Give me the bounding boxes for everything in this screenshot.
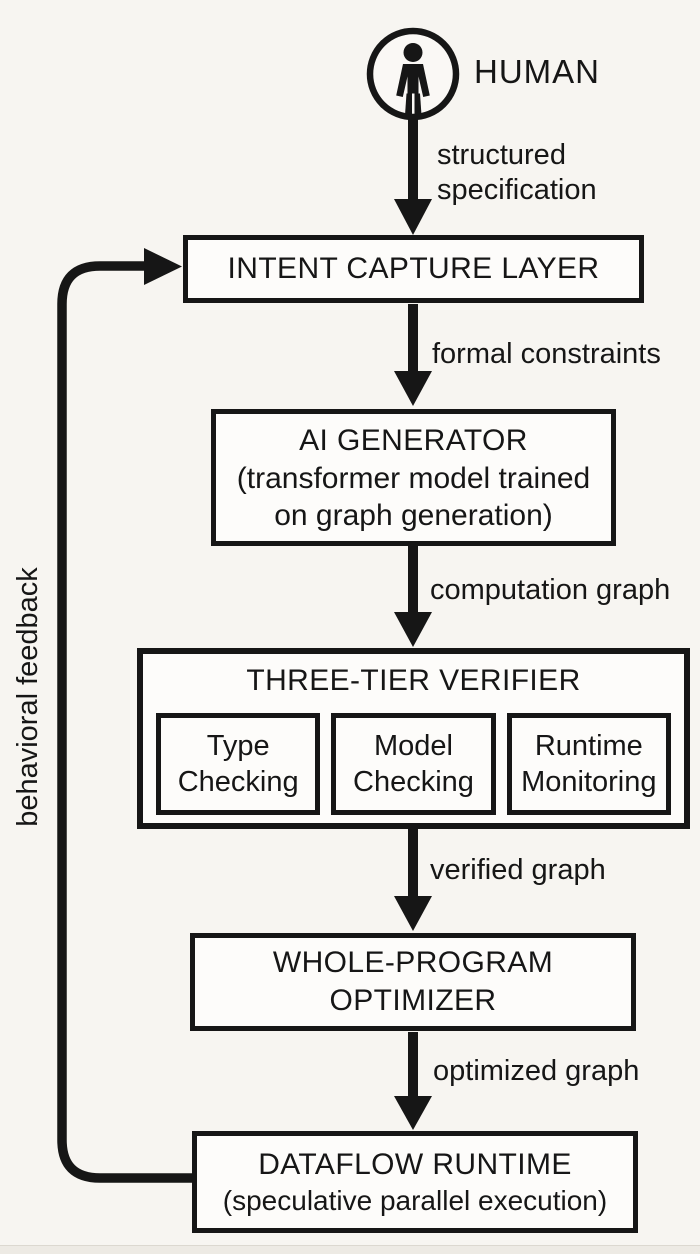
node-subtitle-line: (transformer model trained	[236, 461, 591, 495]
node-ai-generator: AI GENERATOR (transformer model trained …	[211, 409, 616, 546]
tier-type-checking: Type Checking	[156, 713, 321, 815]
arrow-optimizer-to-runtime	[394, 1032, 432, 1130]
arrow-verifier-to-optimizer	[394, 829, 432, 931]
person-in-circle-icon	[366, 27, 460, 121]
tier-label-line: Checking	[177, 766, 299, 798]
arrow-intent-to-generator	[394, 304, 432, 406]
verifier-tier-row: Type Checking Model Checking Runtime Mon…	[143, 713, 684, 815]
tier-label-line: Model	[373, 730, 453, 762]
tier-model-checking: Model Checking	[331, 713, 496, 815]
node-title: THREE-TIER VERIFIER	[246, 664, 581, 697]
node-subtitle: (speculative parallel execution)	[222, 1185, 608, 1216]
node-title-line: OPTIMIZER	[329, 984, 497, 1017]
node-whole-program-optimizer: WHOLE-PROGRAM OPTIMIZER	[190, 933, 636, 1031]
edge-label-optimized-graph: optimized graph	[433, 1055, 640, 1087]
tier-label-line: Monitoring	[521, 766, 657, 798]
node-three-tier-verifier: THREE-TIER VERIFIER Type Checking Model …	[137, 648, 690, 829]
edge-label-structured-specification: structured specification	[437, 139, 597, 206]
arrow-generator-to-verifier	[394, 546, 432, 647]
node-title: AI GENERATOR	[299, 423, 528, 457]
node-title: DATAFLOW RUNTIME	[258, 1148, 572, 1181]
tier-runtime-monitoring: Runtime Monitoring	[506, 713, 671, 815]
node-title-line: WHOLE-PROGRAM	[272, 946, 554, 979]
tier-label-line: Type	[206, 730, 270, 762]
node-title: INTENT CAPTURE LAYER	[227, 252, 600, 285]
node-dataflow-runtime: DATAFLOW RUNTIME (speculative parallel e…	[192, 1131, 638, 1233]
edge-label-formal-constraints: formal constraints	[432, 338, 661, 370]
node-intent-capture-layer: INTENT CAPTURE LAYER	[183, 235, 644, 303]
edge-label-verified-graph: verified graph	[430, 854, 606, 886]
bottom-edge-strip	[0, 1245, 700, 1254]
feedback-arrowhead-icon	[144, 248, 182, 285]
edge-label-behavioral-feedback: behavioral feedback	[12, 567, 44, 827]
human-label: HUMAN	[474, 53, 600, 90]
tier-label-line: Runtime	[534, 730, 643, 762]
tier-label-line: Checking	[353, 766, 474, 798]
arrow-human-to-intent	[394, 119, 432, 235]
edge-label-computation-graph: computation graph	[430, 574, 671, 606]
node-subtitle-line: on graph generation)	[274, 498, 553, 532]
